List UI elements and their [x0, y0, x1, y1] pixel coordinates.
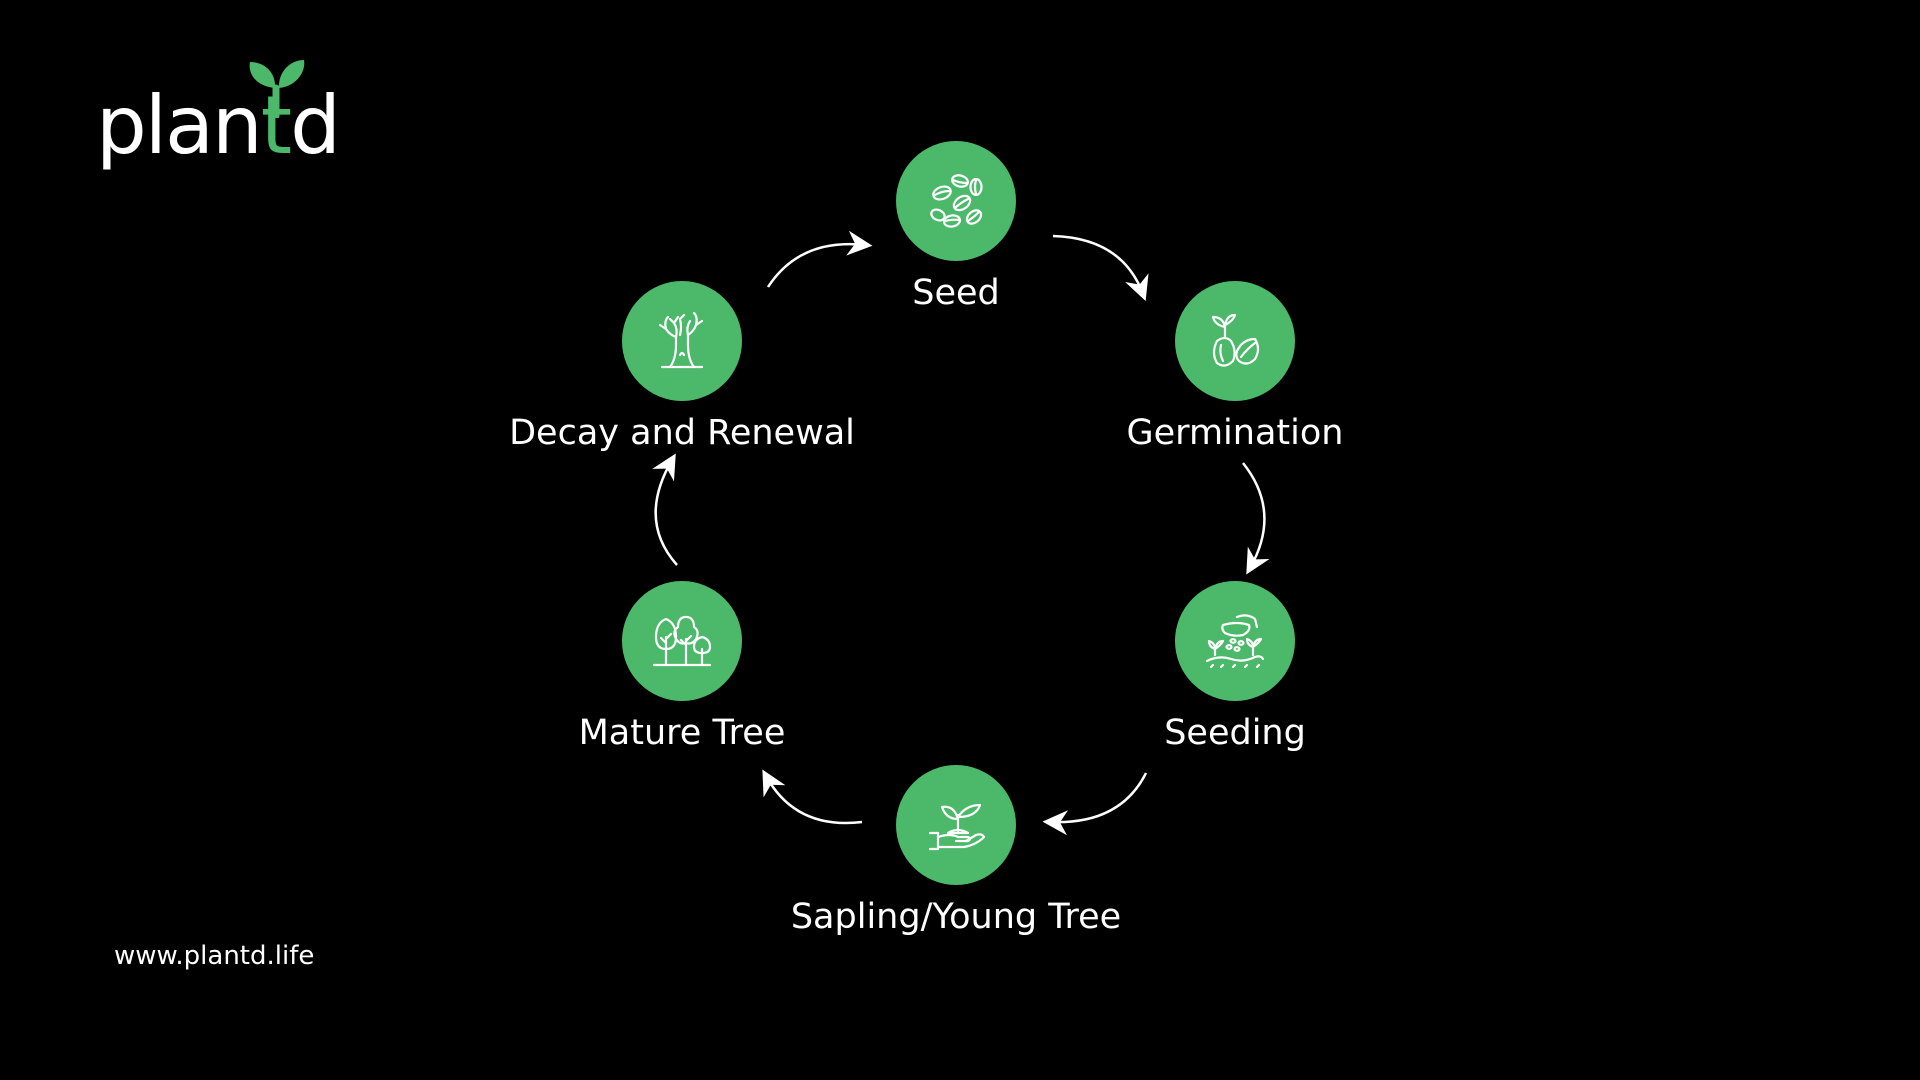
stage-circle: [896, 765, 1016, 885]
stage-circle: [1175, 281, 1295, 401]
stage-seed: Seed: [676, 141, 1236, 341]
arrow-sapling-to-mature: [762, 769, 863, 825]
stage-sapling: Sapling/Young Tree: [676, 765, 1236, 965]
arrow-germination-to-seeding: [1242, 462, 1270, 575]
arrow-decay-to-seed: [766, 230, 873, 288]
stage-circle: [1175, 581, 1295, 701]
stage-seeding: Seeding: [955, 581, 1515, 781]
stage-circle: [896, 141, 1016, 261]
stage-label-sapling: Sapling/Young Tree: [790, 897, 1122, 937]
stage-label-seed: Seed: [912, 273, 1000, 313]
germinating-seed-icon: [1211, 313, 1260, 367]
stage-decay-renewal: Decay and Renewal: [402, 281, 962, 481]
dead-tree-icon: [658, 311, 704, 369]
trees-icon: [652, 615, 712, 667]
arrow-seed-to-germination: [1052, 234, 1149, 302]
brand-logo: plantd: [96, 58, 356, 188]
arrow-mature-to-decay: [652, 453, 678, 566]
sprout-in-hand-icon: [928, 803, 986, 851]
stage-germination: Germination: [955, 281, 1515, 481]
sowing-seeds-icon: [1205, 614, 1265, 669]
stage-label-germination: Germination: [1126, 413, 1344, 453]
stage-circle: [622, 281, 742, 401]
stage-label-decay-renewal: Decay and Renewal: [509, 413, 855, 453]
stage-label-seeding: Seeding: [1164, 713, 1306, 753]
stage-circle: [622, 581, 742, 701]
arrow-seeding-to-sapling: [1042, 772, 1148, 836]
website-link[interactable]: www.plantd.life: [114, 941, 315, 971]
sprout-logo-icon: [249, 60, 305, 118]
seeds-icon: [930, 174, 983, 228]
stage-mature-tree: Mature Tree: [402, 581, 962, 781]
logo-wordmark: plantd: [96, 79, 341, 172]
stage-label-mature-tree: Mature Tree: [578, 713, 786, 753]
